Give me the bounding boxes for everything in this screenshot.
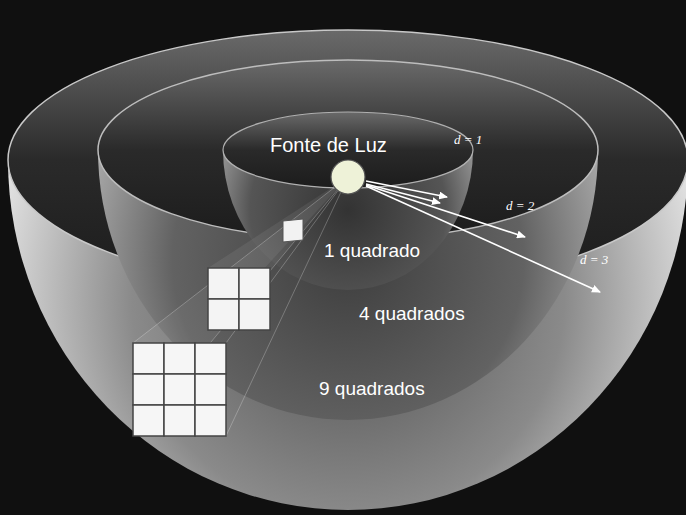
area-label: 1 quadrado [324,240,420,262]
distance-label: d = 3 [580,252,608,268]
distance-label: d = 2 [506,198,534,214]
area-label: 9 quadrados [319,378,425,400]
area-label: 4 quadrados [359,303,465,325]
distance-label: d = 1 [454,132,482,148]
node-heading: Fonte de Luz [270,134,387,157]
light-source: Fonte de Luz [248,134,448,196]
